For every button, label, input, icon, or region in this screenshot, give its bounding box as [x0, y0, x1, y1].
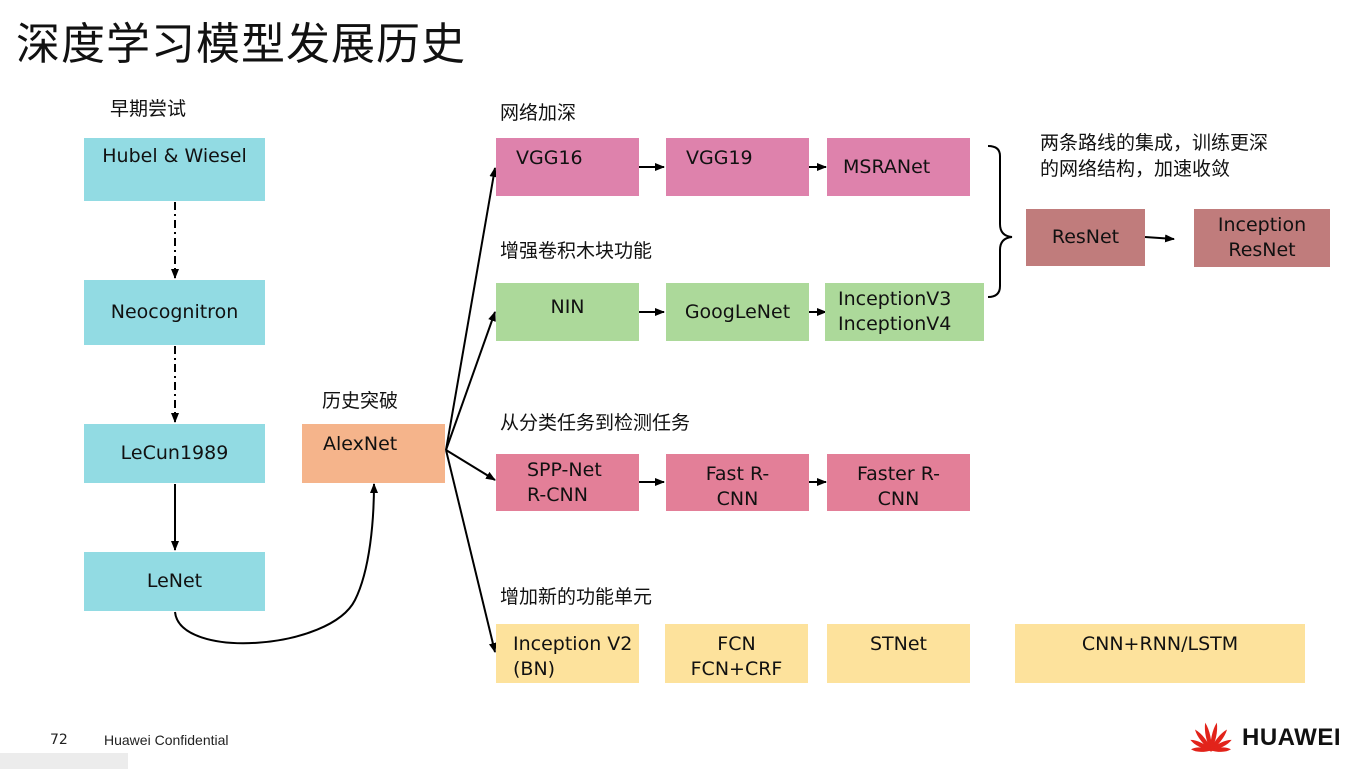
node-fcn-label: FCN	[717, 632, 756, 655]
integration-note-line-2: 的网络结构，加速收敛	[1040, 158, 1231, 180]
node-alexnet-label: AlexNet	[323, 433, 398, 455]
node-spp-net-label: SPP-Net	[527, 458, 602, 481]
section-deeper-networks: 网络加深	[500, 102, 577, 124]
node-inception-v2-label: Inception V2	[513, 632, 633, 655]
node-inception-v2-bn: Inception V2 (BN)	[496, 624, 639, 683]
node-msranet-label: MSRANet	[843, 155, 931, 178]
node-fcn-crf-label: FCN+CRF	[690, 657, 783, 680]
section-breakthrough: 历史突破	[322, 390, 399, 412]
node-hubel-wiesel: Hubel & Wiesel	[84, 138, 265, 201]
huawei-flower-icon	[1190, 722, 1232, 752]
section-early-attempts: 早期尝试	[110, 98, 187, 120]
node-fcn: FCN FCN+CRF	[665, 624, 808, 683]
node-inception-v3-label: InceptionV3	[838, 288, 952, 310]
node-neocognitron: Neocognitron	[84, 280, 265, 345]
section-classification-to-detection: 从分类任务到检测任务	[500, 412, 691, 434]
section-new-functional-units: 增加新的功能单元	[500, 586, 653, 608]
node-googlenet: GoogLeNet	[666, 283, 809, 341]
node-vgg19-label: VGG19	[686, 147, 753, 169]
arrow-alexnet-to-inceptionv2	[445, 449, 497, 653]
node-fast-rcnn-label-1: Fast R-	[705, 462, 770, 485]
section-enhanced-conv-blocks: 增强卷积木块功能	[500, 240, 653, 262]
node-faster-rcnn-label-1: Faster R-	[856, 462, 940, 485]
integration-note-line-1: 两条路线的集成，训练更深	[1040, 132, 1269, 154]
node-vgg16-label: VGG16	[516, 147, 583, 169]
node-fast-rcnn: Fast R- CNN	[666, 454, 809, 511]
node-cnn-rnn-lstm-label: CNN+RNN/LSTM	[1081, 633, 1239, 655]
brace-merge	[987, 145, 1013, 298]
page-title: 深度学习模型发展历史	[16, 19, 466, 70]
integration-note: 两条路线的集成，训练更深 的网络结构，加速收敛	[1040, 130, 1268, 182]
node-lecun1989-label: LeCun1989	[120, 442, 229, 464]
node-inception-resnet-label-1: Inception	[1217, 214, 1307, 236]
bottom-strip	[0, 753, 128, 769]
node-vgg16: VGG16	[496, 138, 639, 196]
node-rcnn-label: R-CNN	[527, 483, 588, 506]
node-alexnet: AlexNet	[302, 424, 445, 483]
node-resnet-label: ResNet	[1051, 226, 1120, 248]
arrow-alexnet-to-nin	[445, 311, 496, 451]
node-inception-v3-v4: InceptionV3 InceptionV4	[825, 283, 984, 341]
node-inception-resnet-label-2: ResNet	[1228, 239, 1296, 261]
node-nin-label: NIN	[550, 296, 585, 318]
node-faster-rcnn-label-2: CNN	[877, 487, 920, 510]
node-stnet: STNet	[827, 624, 970, 683]
node-fast-rcnn-label-2: CNN	[716, 487, 759, 510]
node-inception-v4-label: InceptionV4	[838, 313, 952, 335]
node-lenet-label: LeNet	[146, 570, 203, 592]
node-cnn-rnn-lstm: CNN+RNN/LSTM	[1015, 624, 1305, 683]
node-bn-label: (BN)	[513, 657, 556, 680]
node-neocognitron-label: Neocognitron	[110, 301, 239, 323]
node-hubel-wiesel-label: Hubel & Wiesel	[102, 145, 247, 167]
node-lecun1989: LeCun1989	[84, 424, 265, 483]
arrow-alexnet-to-spp	[445, 449, 496, 481]
arrow-alexnet-to-vgg16	[445, 167, 498, 451]
node-msranet: MSRANet	[827, 138, 970, 196]
node-lenet: LeNet	[84, 552, 265, 611]
huawei-logo: HUAWEI	[1188, 720, 1341, 756]
node-stnet-label: STNet	[869, 633, 928, 655]
arrow-lenet-to-alexnet	[174, 483, 378, 645]
confidential-label: Huawei Confidential	[104, 732, 229, 748]
node-googlenet-label: GoogLeNet	[684, 300, 791, 323]
node-faster-rcnn: Faster R- CNN	[827, 454, 970, 511]
node-resnet: ResNet	[1026, 209, 1145, 266]
arrow-resnet-to-inceptionresnet	[1144, 234, 1175, 243]
node-vgg19: VGG19	[666, 138, 809, 196]
node-spp-net-rcnn: SPP-Net R-CNN	[496, 454, 639, 511]
node-nin: NIN	[496, 283, 639, 341]
huawei-wordmark: HUAWEI	[1242, 724, 1341, 751]
page-number: 72	[50, 732, 68, 748]
node-inception-resnet: Inception ResNet	[1194, 209, 1330, 267]
